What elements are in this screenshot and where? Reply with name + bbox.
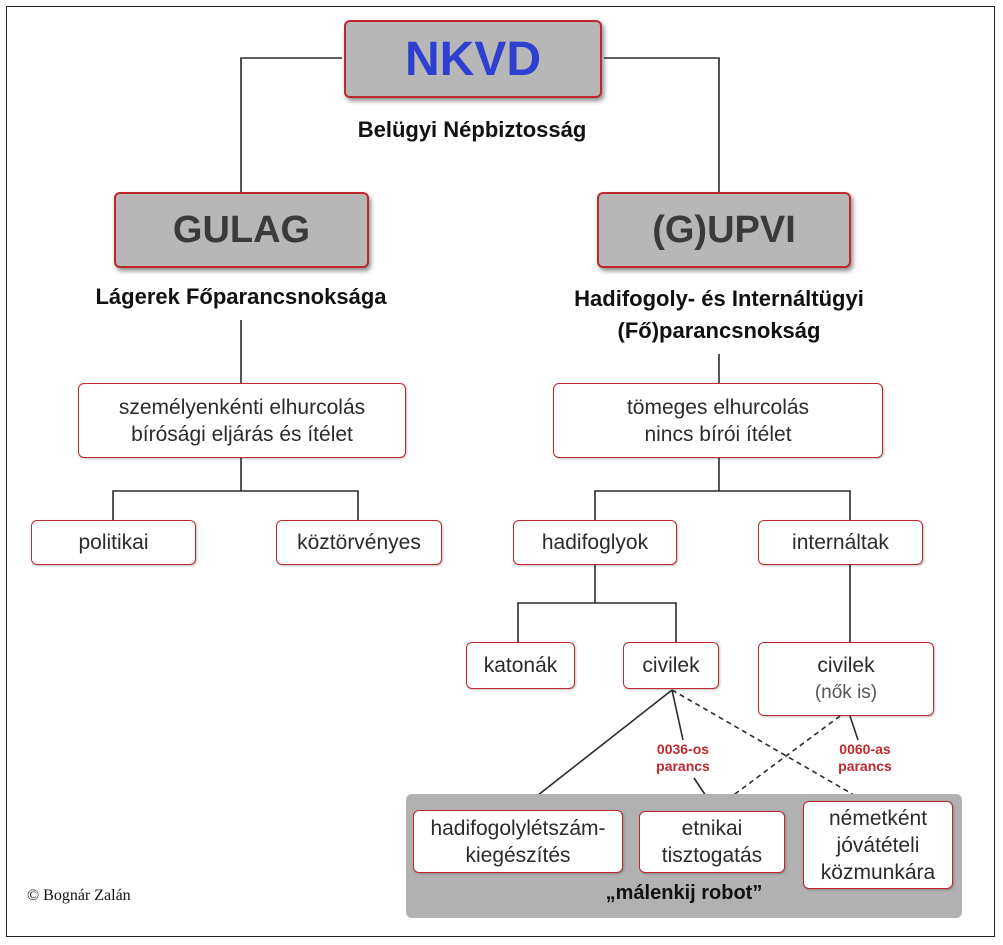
civilek-internalt-label: civilek [817,654,875,677]
nkvd-subtitle: Belügyi Népbiztosság [357,117,587,142]
order-0036-label: 0036-os parancs [640,741,726,775]
order-0036-line1: 0036-os [656,741,710,757]
nkvd-title: NKVD [404,32,541,86]
connector-gupvi-branches [594,490,851,520]
gulag-description-line2: bírósági eljárás és ítélet [131,422,353,446]
koztorvenyes-box: köztörvényes [276,520,442,565]
nemetkent-box: németként jóvátételi közmunkára [803,801,953,889]
hadifogolyletszam-line1: hadifogolylétszám- [430,816,606,840]
gulag-description-box: személyenkénti elhurcolás bírósági eljár… [78,383,406,458]
gupvi-subtitle-line2: (Fő)parancsnokság [617,318,821,343]
etnikai-tisztogatas-box: etnikai tisztogatás [639,811,785,873]
order-0060-line1: 0060-as [839,741,891,757]
nemetkent-line1: németként [828,806,928,830]
gupvi-description-box: tömeges elhurcolás nincs bírói ítélet [553,383,883,458]
politikai-label: politikai [78,531,149,554]
nemetkent-line3: közmunkára [820,860,936,884]
connector-civilek-hadifogoly [518,689,673,811]
internaltak-box: internáltak [758,520,923,565]
civilek-box: civilek [623,642,719,689]
connector-gulag-branches [112,490,359,520]
gupvi-subtitle: Hadifogoly- és Internáltügyi (Fő)parancs… [497,283,941,347]
gupvi-title: (G)UPVI [652,208,796,251]
gulag-description-line1: személyenkénti elhurcolás [118,395,366,419]
politikai-box: politikai [31,520,196,565]
gupvi-box: (G)UPVI [597,192,851,268]
civilek-internalt-box: civilek (nők is) [758,642,934,716]
hadifoglyok-label: hadifoglyok [541,531,649,554]
connector-nkvd-gulag [240,57,342,192]
gupvi-subtitle-line1: Hadifogoly- és Internáltügyi [574,286,864,311]
connector-hadifoglyok-branches [517,602,677,642]
order-0060-line2: parancs [838,758,892,774]
nemetkent-line2: jóvátételi [836,833,920,857]
dashed-civilek-nemetkent [671,689,881,811]
gupvi-description-line1: tömeges elhurcolás [626,395,810,419]
gupvi-description-line2: nincs bírói ítélet [644,422,792,446]
connector-nkvd-gupvi [604,57,720,192]
order-0036-line2: parancs [656,758,710,774]
nkvd-box: NKVD [344,20,602,98]
civilek-internalt-note: (nők is) [814,682,878,703]
hadifoglyok-box: hadifoglyok [513,520,677,565]
malenkij-robot-label: „málenkij robot” [605,882,763,904]
civilek-label: civilek [642,654,700,677]
gulag-subtitle: Lágerek Főparancsnoksága [95,284,387,309]
gulag-title: GULAG [172,208,311,251]
hadifogolyletszam-box: hadifogolylétszám- kiegészítés [413,810,623,873]
etnikai-line2: tisztogatás [661,844,763,867]
diagram-frame [6,6,995,937]
order-0060-label: 0060-as parancs [822,741,908,775]
katonak-label: katonák [483,654,558,677]
internaltak-label: internáltak [792,531,889,554]
connector-civilek-0036 [671,689,684,741]
koztorvenyes-label: köztörvényes [297,531,421,554]
gulag-box: GULAG [114,192,369,268]
katonak-box: katonák [466,642,575,689]
connector-civilek2-0060 [849,715,859,741]
etnikai-line1: etnikai [681,817,743,840]
copyright-notice: © Bognár Zalán [27,887,131,904]
hadifogolyletszam-line2: kiegészítés [465,843,571,867]
